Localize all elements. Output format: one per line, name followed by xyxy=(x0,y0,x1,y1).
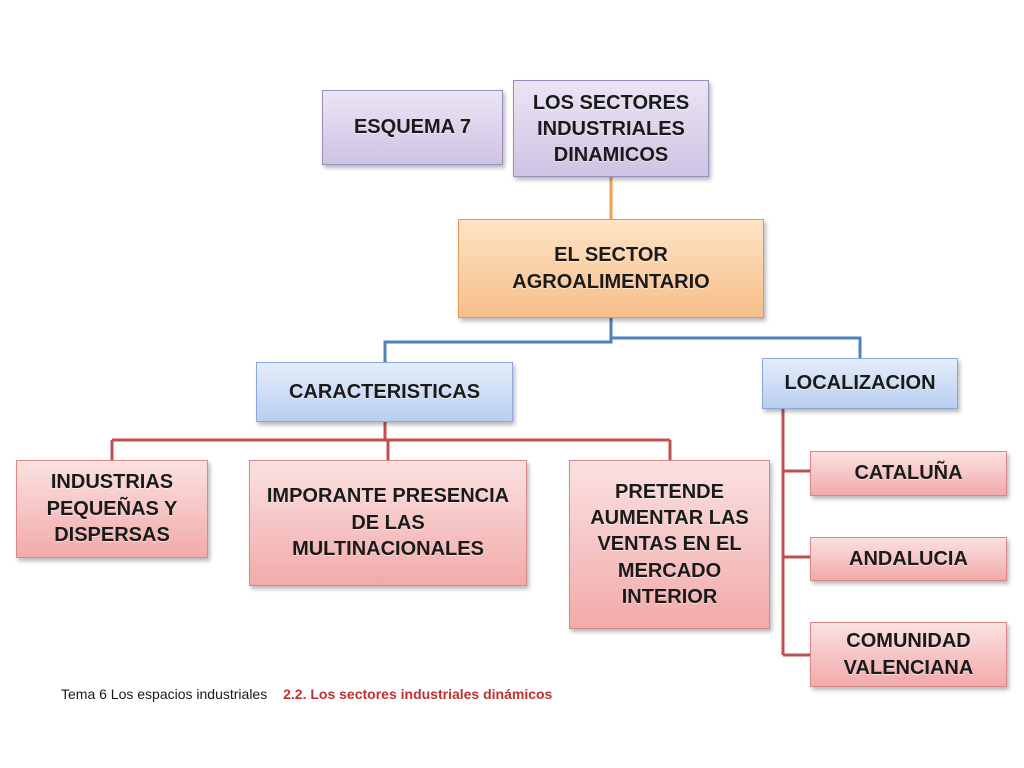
node-industrias-pequenas: INDUSTRIAS PEQUEÑAS Y DISPERSAS xyxy=(16,460,208,558)
node-cataluna: CATALUÑA xyxy=(810,451,1007,496)
connector-sector-localizacion xyxy=(609,318,862,358)
node-presencia-multinacionales: IMPORANTE PRESENCIA DE LAS MULTINACIONAL… xyxy=(249,460,527,586)
node-caracteristicas: CARACTERISTICAS xyxy=(256,362,513,422)
node-mercado-interior: PRETENDE AUMENTAR LAS VENTAS EN EL MERCA… xyxy=(569,460,770,629)
node-comunidad-valenciana: COMUNIDAD VALENCIANA xyxy=(810,622,1007,687)
node-andalucia: ANDALUCIA xyxy=(810,537,1007,581)
node-sector-agroalimentario: EL SECTOR AGROALIMENTARIO xyxy=(458,219,764,318)
footer-topic: Tema 6 Los espacios industriales xyxy=(61,686,268,702)
connector-sector-caracteristicas xyxy=(383,318,613,362)
node-esquema-7: ESQUEMA 7 xyxy=(322,90,503,165)
footer: Tema 6 Los espacios industriales 2.2. Lo… xyxy=(61,686,552,702)
node-localizacion: LOCALIZACION xyxy=(762,358,958,409)
node-root-sectores-industriales: LOS SECTORES INDUSTRIALES DINAMICOS xyxy=(513,80,709,177)
footer-section: 2.2. Los sectores industriales dinámicos xyxy=(283,686,553,702)
